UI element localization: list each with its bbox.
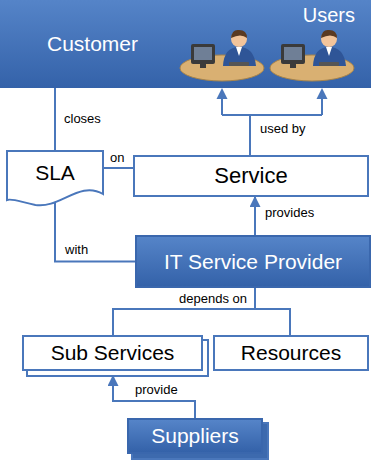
connector bbox=[255, 288, 290, 335]
service-box: Service bbox=[133, 155, 369, 197]
node-label: Resources bbox=[241, 340, 341, 365]
connector bbox=[255, 197, 256, 235]
node-label: Users bbox=[303, 3, 355, 27]
provider-box: IT Service Provider bbox=[135, 235, 371, 288]
user-at-desk-icon bbox=[180, 30, 264, 81]
connector bbox=[55, 202, 135, 262]
sla-document: SLA bbox=[6, 150, 104, 210]
connector-label: provide bbox=[133, 382, 180, 397]
connector-label: depends on bbox=[177, 291, 249, 306]
connector-label: closes bbox=[62, 111, 103, 126]
sub-services-box: Sub Services bbox=[22, 335, 203, 371]
connector-label: with bbox=[63, 242, 90, 257]
node-label: Customer bbox=[47, 31, 138, 56]
node-label: Suppliers bbox=[151, 423, 239, 448]
node-label: IT Service Provider bbox=[164, 249, 342, 274]
suppliers-box: Suppliers bbox=[127, 418, 263, 454]
user-at-desk-icon bbox=[270, 30, 354, 81]
node-label: SLA bbox=[35, 160, 75, 185]
node-label: Service bbox=[214, 163, 287, 189]
node-label: Sub Services bbox=[51, 340, 175, 365]
connector bbox=[113, 288, 255, 335]
users-group: Users bbox=[172, 0, 371, 88]
connector-label: used by bbox=[258, 121, 308, 136]
connector bbox=[55, 88, 56, 150]
connector bbox=[104, 168, 133, 169]
resources-box: Resources bbox=[213, 335, 369, 371]
connector bbox=[113, 376, 195, 418]
customer-band: Customer Users bbox=[0, 0, 371, 88]
connector-label: on bbox=[108, 150, 126, 165]
connector bbox=[217, 88, 328, 155]
connector-label: provides bbox=[263, 205, 316, 220]
